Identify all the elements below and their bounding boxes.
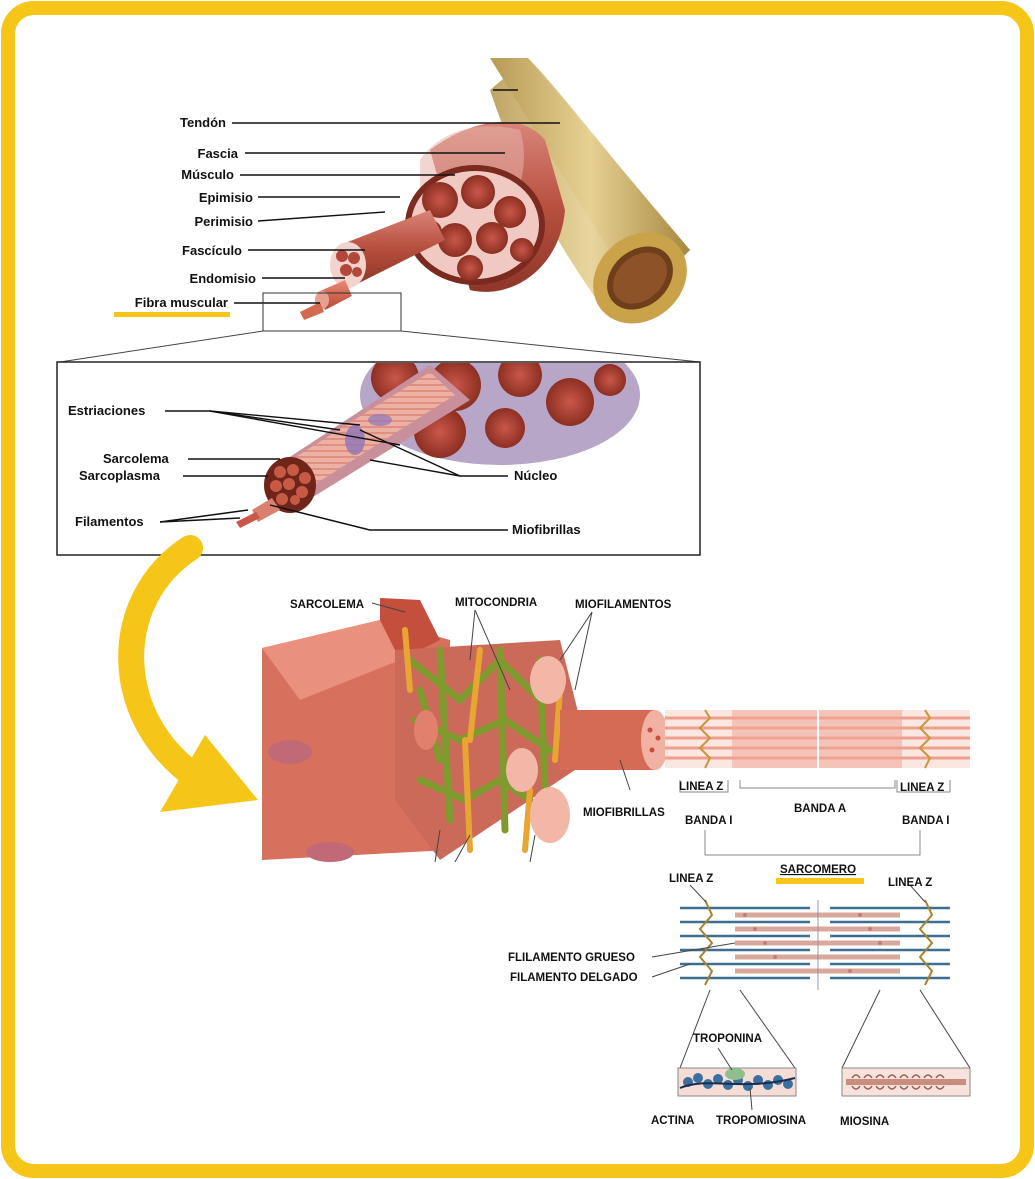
label-linea-z-filament-right: LINEA Z [888, 877, 932, 889]
label-musculo: Músculo [181, 167, 234, 182]
label-tendon: Tendón [180, 115, 226, 130]
label-linea-z-filament-left: LINEA Z [669, 873, 713, 885]
label-miofibrillas-fiber: MIOFIBRILLAS [583, 807, 665, 819]
label-filamento-delgado: FILAMENTO DELGADO [510, 972, 638, 984]
label-miofilamentos: MIOFILAMENTOS [575, 599, 672, 611]
label-fascia: Fascia [198, 146, 239, 161]
label-perimisio: Perimisio [194, 214, 253, 229]
label-nucleo: Núcleo [514, 468, 557, 483]
fibra-muscular-underline [114, 312, 230, 317]
label-tropomiosina: TROPOMIOSINA [716, 1115, 806, 1127]
label-filamento-grueso: FLILAMENTO GRUESO [508, 952, 635, 964]
label-epimisio: Epimisio [199, 190, 253, 205]
label-linea-z-strip-right: LINEA Z [900, 782, 944, 794]
sarcomero-underline [776, 878, 864, 884]
label-miosina: MIOSINA [840, 1116, 889, 1128]
label-troponina: TROPONINA [693, 1033, 762, 1045]
label-banda-i-right: BANDA I [902, 815, 950, 827]
label-banda-i-left: BANDA I [685, 815, 733, 827]
myosin-detail [842, 1068, 970, 1096]
label-sarcomero: SARCOMERO [780, 864, 856, 876]
label-filamentos: Filamentos [75, 514, 144, 529]
label-miofibrillas: Miofibrillas [512, 522, 581, 537]
label-actina: ACTINA [651, 1115, 694, 1127]
label-banda-a: BANDA A [794, 803, 846, 815]
label-linea-z-strip-left: LINEA Z [679, 781, 723, 793]
label-fasciculo: Fascículo [182, 243, 242, 258]
label-endomisio: Endomisio [190, 271, 257, 286]
label-fibra-muscular: Fibra muscular [135, 295, 228, 310]
label-mitocondria: MITOCONDRIA [455, 597, 537, 609]
label-sarcolema-fiber: SARCOLEMA [290, 599, 364, 611]
label-estriaciones: Estriaciones [68, 403, 145, 418]
label-sarcolema: Sarcolema [103, 451, 170, 466]
label-sarcoplasma: Sarcoplasma [79, 468, 161, 483]
